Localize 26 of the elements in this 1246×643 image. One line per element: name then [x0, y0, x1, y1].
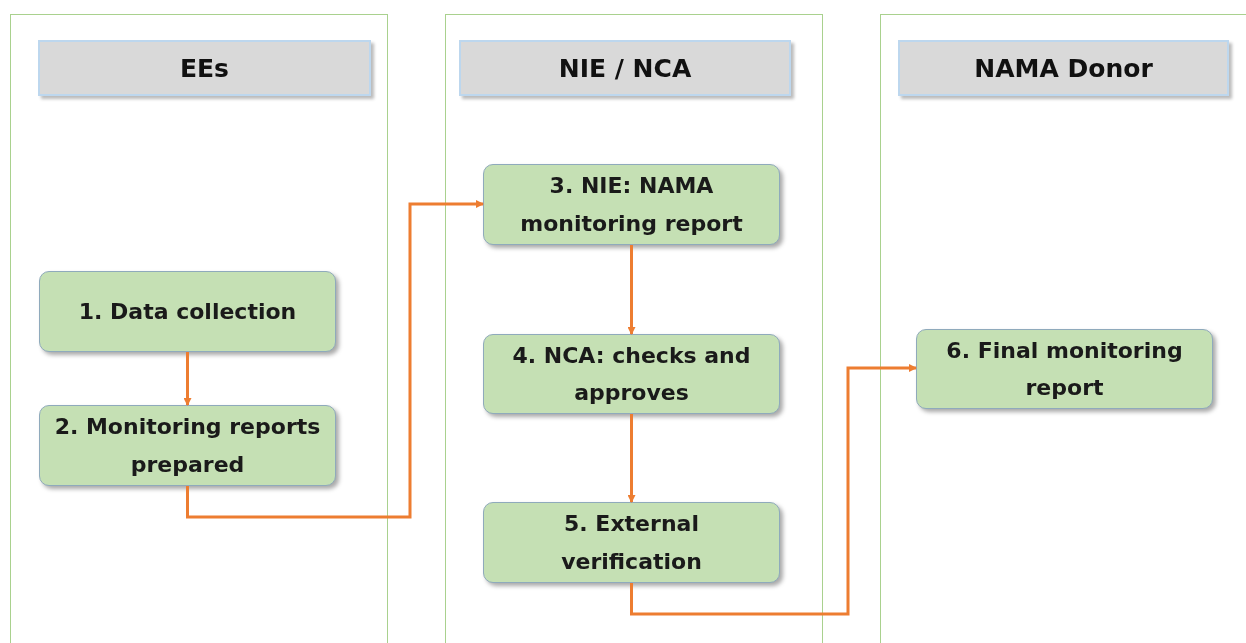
connector-arrow — [183, 352, 192, 406]
step-text: 3. NIE: NAMA monitoring report — [519, 172, 744, 238]
lane-header — [38, 40, 371, 96]
connector-arrow — [627, 245, 636, 335]
swimlane-band — [445, 14, 823, 643]
process-box — [916, 329, 1213, 409]
step-text: 6. Final monitoring report — [945, 336, 1184, 402]
lane-header — [459, 40, 791, 96]
connector-arrow — [630, 364, 917, 616]
process-box — [483, 334, 780, 414]
step-text: 2. Monitoring reports prepared — [53, 413, 322, 479]
step-text: 1. Data collection — [78, 297, 297, 326]
process-box — [39, 271, 336, 352]
swimlane-band — [880, 14, 1246, 643]
step-text: 5. External verification — [560, 510, 703, 576]
process-box — [483, 502, 780, 583]
process-box — [39, 405, 336, 486]
header-text: NIE / NCA — [558, 53, 692, 83]
swimlane-band — [10, 14, 388, 643]
lane-header — [898, 40, 1229, 96]
header-text: NAMA Donor — [974, 53, 1153, 83]
connector-arrow — [186, 200, 484, 519]
step-text: 4. NCA: checks and approves — [511, 341, 752, 407]
header-text: EEs — [179, 53, 229, 83]
connector-arrow — [627, 414, 636, 503]
process-box — [483, 164, 780, 245]
